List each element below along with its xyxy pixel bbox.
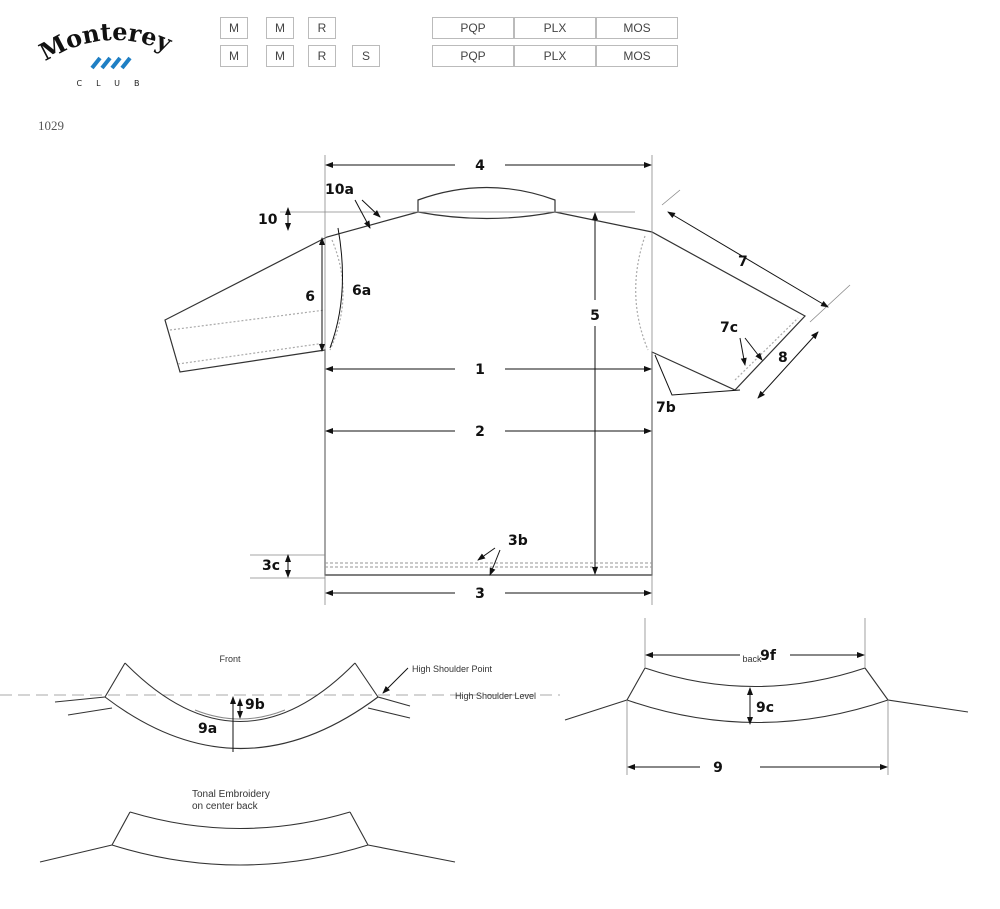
dim-5-label: 5 xyxy=(590,308,600,324)
embroidery-collar xyxy=(39,811,456,866)
back-label: back xyxy=(742,654,762,664)
embroidery-note-line2: on center back xyxy=(192,801,259,812)
dim-6a-label: 6a xyxy=(352,283,371,299)
dim-7-label: 7 xyxy=(738,254,748,270)
code-box: M xyxy=(220,17,248,39)
monterey-club-logo: Monterey CLUB xyxy=(30,20,200,90)
front-neckline xyxy=(54,662,411,750)
fabric-box: PLX xyxy=(514,45,596,67)
code-box: S xyxy=(352,45,380,67)
back-collar xyxy=(564,667,969,723)
dim-3b-label: 3b xyxy=(508,533,528,549)
code-box: R xyxy=(308,17,336,39)
high-shoulder-level-label: High Shoulder Level xyxy=(455,691,536,701)
dim-9a-label: 9a xyxy=(198,721,217,737)
code-box: M xyxy=(266,45,294,67)
fabric-box: MOS xyxy=(596,17,678,39)
front-label: Front xyxy=(219,654,241,664)
dim-9f-label: 9f xyxy=(760,648,777,664)
dim-9-label: 9 xyxy=(713,760,723,776)
dim-8-label: 8 xyxy=(778,350,788,366)
t-shirt-outline xyxy=(164,186,806,576)
dim-9c-label: 9c xyxy=(756,700,774,716)
dim-10a-label: 10a xyxy=(325,182,354,198)
extension-lines xyxy=(250,155,851,605)
dim-2-label: 2 xyxy=(475,424,485,440)
dim-6-label: 6 xyxy=(305,289,315,305)
code-box: M xyxy=(266,17,294,39)
fabric-box: PQP xyxy=(432,17,514,39)
code-box: R xyxy=(308,45,336,67)
embroidery-note-line1: Tonal Embroidery xyxy=(192,789,270,800)
fabric-box: MOS xyxy=(596,45,678,67)
dim-1-label: 1 xyxy=(475,362,485,378)
dim-4-label: 4 xyxy=(475,158,485,174)
dimension-arrows xyxy=(285,162,829,596)
dim-3-label: 3 xyxy=(475,586,485,602)
dim-7c-label: 7c xyxy=(720,320,738,336)
dim-10-label: 10 xyxy=(258,212,278,228)
code-box: M xyxy=(220,45,248,67)
dim-7b-label: 7b xyxy=(656,400,676,416)
high-shoulder-point-label: High Shoulder Point xyxy=(412,664,493,674)
svg-text:CLUB: CLUB xyxy=(77,79,154,88)
fabric-box: PQP xyxy=(432,45,514,67)
style-number: 1029 xyxy=(38,118,64,133)
dim-3c-label: 3c xyxy=(262,558,280,574)
fabric-box: PLX xyxy=(514,17,596,39)
dim-9b-label: 9b xyxy=(245,697,265,713)
